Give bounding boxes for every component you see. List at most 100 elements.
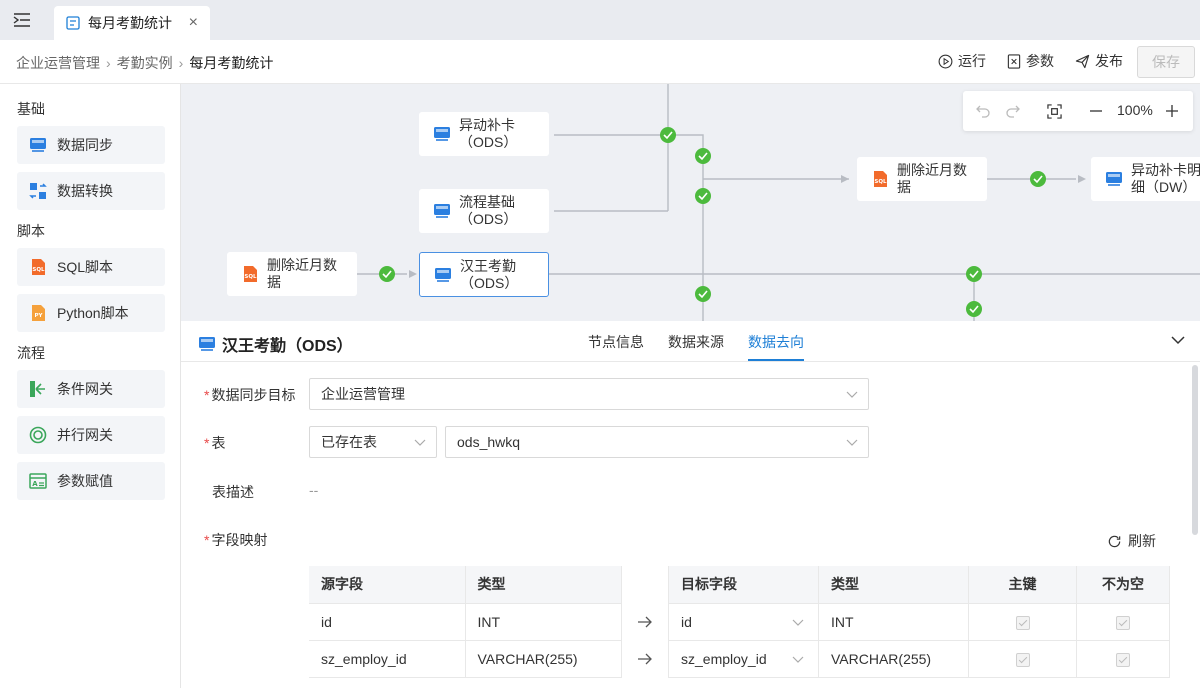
tab-monthly-attendance[interactable]: 每月考勤统计 × [54,6,210,40]
sidebar-item-parallel-gateway[interactable]: 并行网关 [17,416,165,454]
checkbox-checked-icon [1015,652,1030,667]
table-row: id INT [668,603,1170,641]
breadcrumb-current: 每月考勤统计 [189,55,274,71]
svg-text:PY: PY [34,313,43,319]
sidebar-item-condition-gateway[interactable]: 条件网关 [17,370,165,408]
data-sync-icon [1106,172,1122,186]
source-field-cell: sz_employ_id [309,640,466,678]
table-header-row: 目标字段 类型 主键 不为空 [668,566,1170,604]
tab-node-info[interactable]: 节点信息 [588,334,644,350]
target-field-select[interactable]: id [668,603,819,641]
primary-key-checkbox[interactable] [968,603,1077,641]
node-label: 删除近月数 据 [267,257,337,290]
active-tab-indicator [748,359,804,361]
chevron-down-icon [414,439,426,446]
refresh-icon [1108,535,1121,547]
sidebar-item-python-script[interactable]: PY Python脚本 [17,294,165,332]
chevron-right-icon: › [106,55,111,71]
close-icon[interactable]: × [188,14,198,31]
panel-header-divider [181,361,1200,362]
formula-icon [1007,53,1021,69]
svg-text:SQL: SQL [244,274,257,280]
flow-node-hanwang-kaoqin-ods[interactable]: 汉王考勤 （ODS） [419,252,549,297]
flow-node-yidong-buka-ods[interactable]: 异动补卡 （ODS） [419,112,549,156]
flow-canvas[interactable]: 异动补卡 （ODS） 流程基础 （ODS） 汉王考勤 （ODS） SQL 删除近… [181,84,1200,321]
arrow-right-icon [638,653,652,665]
zoom-out-icon[interactable] [1089,104,1103,118]
tab-data-source[interactable]: 数据来源 [668,334,724,350]
sidebar-item-data-sync[interactable]: 数据同步 [17,126,165,164]
fit-view-icon[interactable] [1047,104,1062,119]
flow-node-yidong-buka-dw[interactable]: 异动补卡明 细（DW） [1091,157,1200,201]
chevron-down-icon [792,619,804,626]
table-name-select[interactable]: ods_hwkq [445,426,869,458]
save-button[interactable]: 保存 [1137,46,1195,78]
undo-icon[interactable] [976,104,990,118]
sidebar-item-label: 参数赋值 [57,473,113,489]
field-mapping-label: *字段映射 [204,532,268,548]
tab-bar: 每月考勤统计 × [0,0,1200,40]
flow-node-liucheng-jichu-ods[interactable]: 流程基础 （ODS） [419,189,549,233]
tab-title: 每月考勤统计 [88,15,172,31]
column-header: 类型 [465,566,622,604]
group-title-basic: 基础 [17,101,45,117]
flow-node-delete-recent-data[interactable]: SQL 删除近月数 据 [227,252,357,296]
collapse-menu-button[interactable] [0,0,44,40]
column-header: 类型 [818,566,969,604]
python-file-icon: PY [32,305,45,321]
sync-target-select[interactable]: 企业运营管理 [309,378,869,410]
arrow-right-icon [638,616,652,628]
sidebar-item-data-transform[interactable]: 数据转换 [17,172,165,210]
zoom-level: 100% [1117,102,1153,118]
data-transform-icon [29,183,47,199]
tab-data-destination[interactable]: 数据去向 [748,334,804,350]
node-label: 删除近月数 据 [897,162,967,195]
menu-fold-icon [13,13,30,27]
table-label: *表 [204,435,226,451]
flow-edges [357,84,1200,321]
group-title-script: 脚本 [17,223,45,239]
sidebar-item-sql-script[interactable]: SQL SQL脚本 [17,248,165,286]
data-sync-icon [434,204,450,218]
target-label: *数据同步目标 [204,387,296,403]
chevron-right-icon: › [178,55,184,71]
publish-label: 发布 [1095,53,1123,69]
node-label: 流程基础 （ODS） [459,194,518,227]
node-label: 汉王考勤 （ODS） [460,257,519,291]
svg-text:SQL: SQL [32,267,45,273]
publish-button[interactable]: 发布 [1075,51,1123,71]
node-label: 异动补卡 （ODS） [459,117,518,150]
table-row: sz_employ_id VARCHAR(255) [309,640,622,678]
table-row: id INT [309,603,622,641]
zoom-in-icon[interactable] [1165,104,1179,118]
breadcrumb-item[interactable]: 考勤实例 [116,55,173,71]
not-null-checkbox[interactable] [1076,603,1170,641]
target-field-select[interactable]: sz_employ_id [668,640,819,678]
table-mode-select[interactable]: 已存在表 [309,426,437,458]
column-header: 不为空 [1076,566,1170,604]
parallel-gateway-icon [29,426,47,444]
data-sync-icon [30,138,46,152]
run-label: 运行 [958,53,986,69]
panel-title: 汉王考勤（ODS） [198,332,353,356]
success-check-icon [379,127,1046,317]
refresh-button[interactable]: 刷新 [1107,531,1156,551]
run-button[interactable]: 运行 [938,51,986,71]
params-button[interactable]: 参数 [1007,51,1054,71]
chevron-down-icon [792,656,804,663]
component-sidebar: 基础 数据同步 数据转换 脚本 SQL SQL脚本 PY Python脚本 流程… [0,84,181,688]
primary-key-checkbox[interactable] [968,640,1077,678]
redo-icon[interactable] [1006,104,1020,118]
table-row: sz_employ_id VARCHAR(255) [668,640,1170,678]
source-field-cell: id [309,603,466,641]
chevron-down-icon[interactable] [1171,335,1185,345]
breadcrumb-item[interactable]: 企业运营管理 [16,55,100,71]
panel-scrollbar[interactable] [1192,365,1198,535]
send-icon [1075,54,1090,68]
column-header: 目标字段 [668,566,819,604]
sidebar-item-param-assign[interactable]: A 参数赋值 [17,462,165,500]
flow-node-delete-recent-data-2[interactable]: SQL 删除近月数 据 [857,157,987,201]
sql-file-icon: SQL [32,259,45,275]
not-null-checkbox[interactable] [1076,640,1170,678]
sidebar-item-label: 并行网关 [57,427,113,443]
